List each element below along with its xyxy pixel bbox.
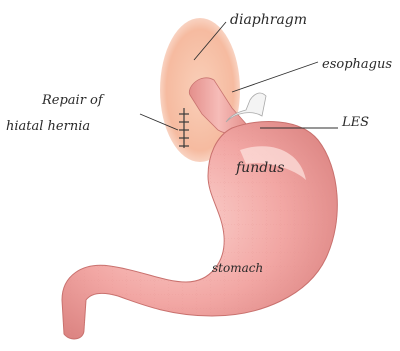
esophagus-label: esophagus [322,57,392,72]
stomach-label: stomach [212,261,263,275]
diaphragm-label: diaphragm [230,12,307,28]
esophagus-leader [232,62,318,92]
fundus-label: fundus [235,160,284,176]
les-label: LES [341,115,369,130]
repair-label-line1: Repair of [41,93,105,108]
repair-label-line2: hiatal hernia [6,119,90,134]
